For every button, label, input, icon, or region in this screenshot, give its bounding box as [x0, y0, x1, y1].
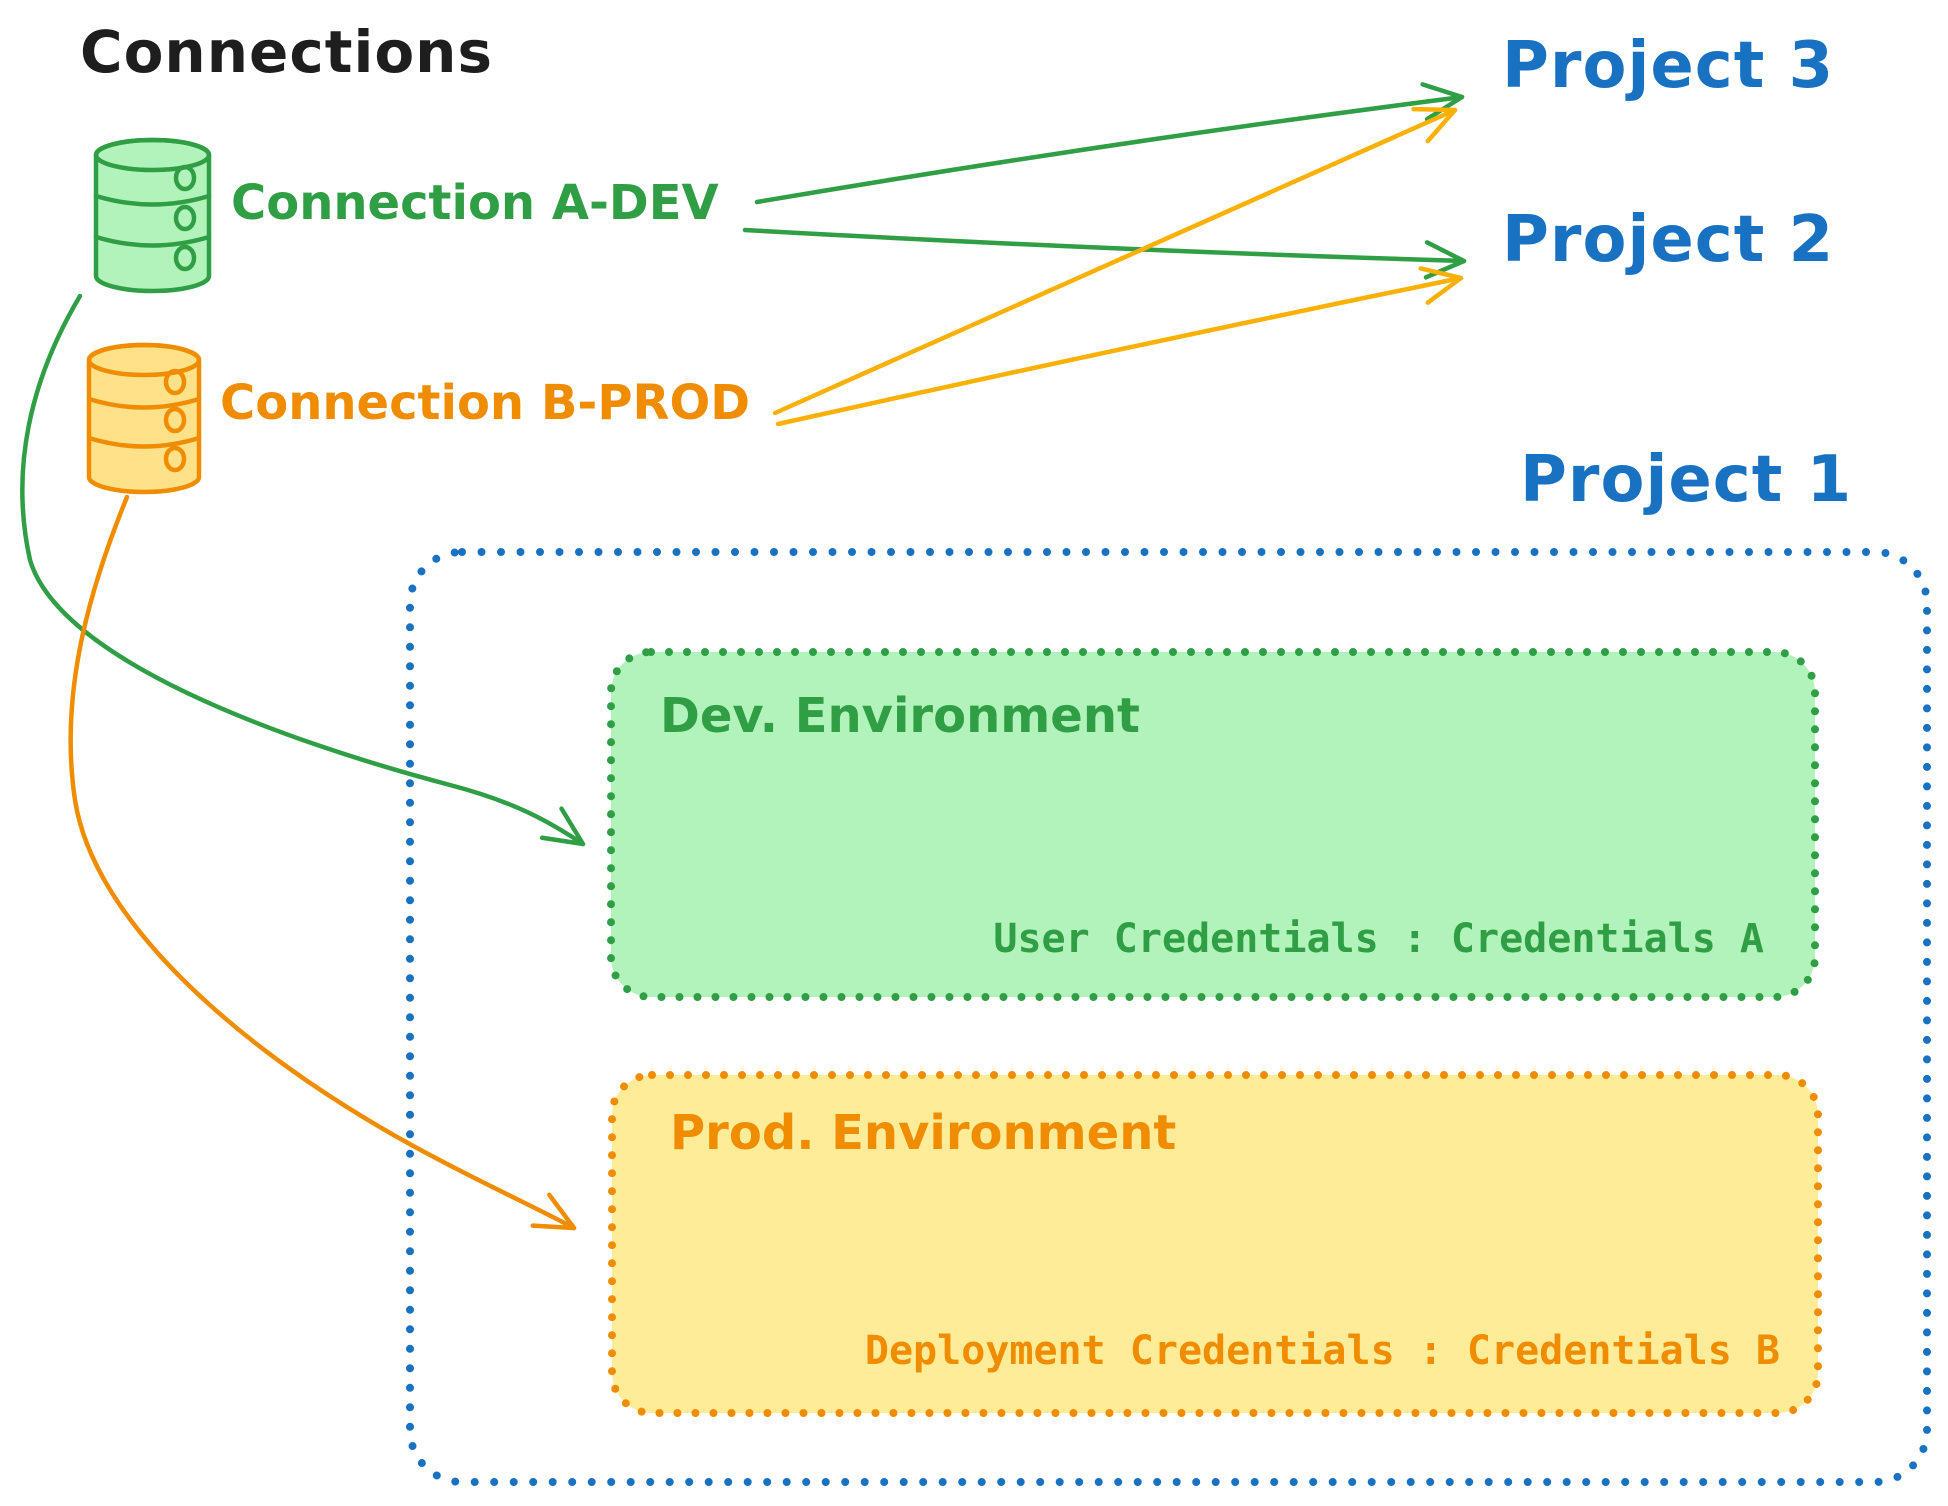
arrow-adev-to-dev-environment: [20, 293, 586, 847]
connection-b-prod-label: Connection B-PROD: [220, 375, 751, 431]
dev-environment-box: [607, 648, 1819, 1001]
project-3-label: Project 3: [1502, 29, 1835, 103]
prod-credentials-text: Deployment Credentials : Credentials B: [864, 1328, 1780, 1374]
arrow-bprod-to-prod-environment: [68, 494, 577, 1231]
database-icon-dev: [93, 137, 212, 294]
database-icon-prod: [86, 342, 202, 495]
arrow-adev-to-project3: [754, 82, 1465, 205]
project-2-label: Project 2: [1502, 203, 1835, 277]
diagram-title: Connections: [80, 18, 493, 86]
prod-environment-title: Prod. Environment: [670, 1105, 1177, 1161]
arrow-adev-to-project2: [742, 227, 1467, 280]
project-1-label: Project 1: [1520, 443, 1853, 517]
arrow-bprod-to-project2: [775, 266, 1464, 427]
project1-boundary-box: [406, 548, 1931, 1486]
arrow-bprod-to-project3: [772, 106, 1458, 416]
dev-environment-title: Dev. Environment: [660, 688, 1140, 744]
dev-credentials-text: User Credentials : Credentials A: [993, 916, 1764, 962]
prod-environment-box: [608, 1071, 1822, 1417]
connection-a-dev-label: Connection A-DEV: [231, 175, 719, 231]
